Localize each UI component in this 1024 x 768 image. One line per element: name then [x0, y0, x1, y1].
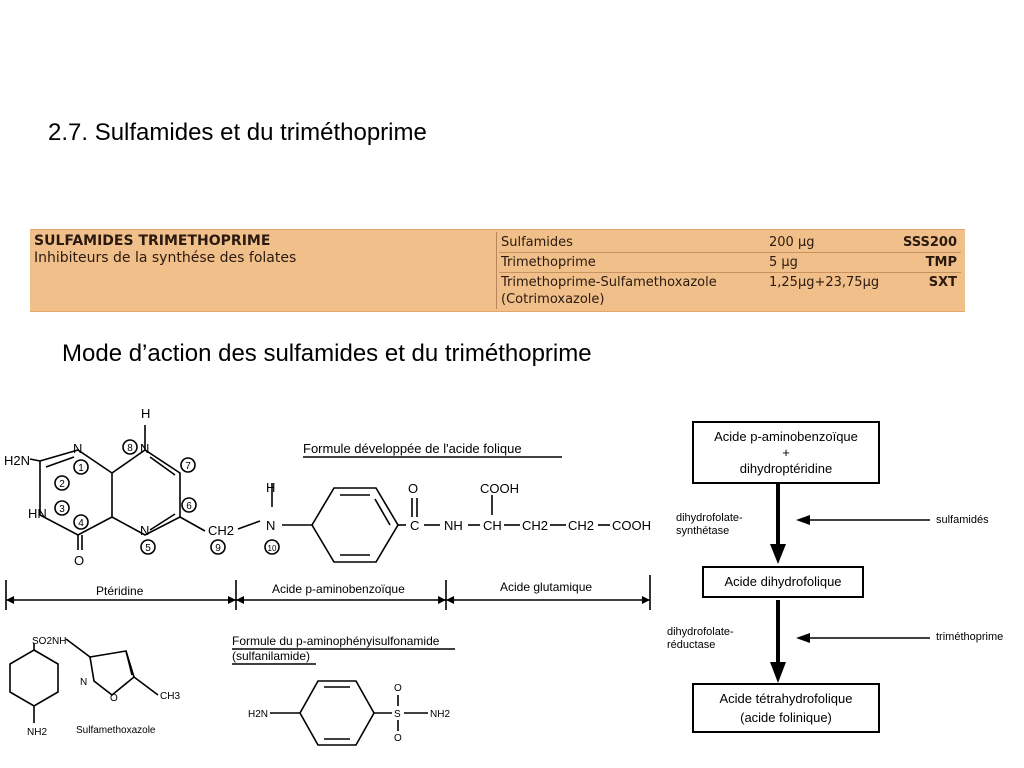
atom-label: NH2	[27, 727, 47, 738]
atom-label: N	[73, 441, 82, 456]
atom-label: O	[394, 733, 402, 744]
atom-label: CH	[483, 518, 502, 533]
position-number: 7	[185, 461, 191, 472]
section-label: Ptéridine	[96, 584, 144, 598]
atom-label: H	[266, 480, 275, 495]
position-number: 2	[59, 479, 65, 490]
atom-label: H2N	[4, 453, 30, 468]
row-extra: (Cotrimoxazole)	[501, 292, 605, 307]
sulfanilamide-subtitle: (sulfanilamide)	[232, 649, 310, 663]
slide-title: 2.7. Sulfamides et du triméthoprime	[48, 119, 427, 146]
folic-acid-title: Formule développée de l'acide folique	[303, 441, 522, 456]
atom-label: HN	[28, 506, 47, 521]
box-line: dihydroptéridine	[739, 461, 833, 476]
row-code: SSS200	[902, 235, 957, 250]
inhibitor-sulfamides: sulfamidés	[936, 514, 989, 526]
position-number: 8	[127, 443, 133, 454]
position-number: 10	[268, 544, 277, 553]
table-left-cell: SULFAMIDES TRIMETHOPRIME Inhibiteurs de …	[34, 233, 494, 266]
section-subtitle: Mode d’action des sulfamides et du trimé…	[62, 340, 592, 367]
enzyme-synthetase: dihydrofolate- synthétase	[676, 512, 743, 538]
atom-label: H	[141, 406, 150, 421]
section-label: Acide glutamique	[500, 580, 592, 594]
table-divider	[496, 232, 497, 309]
position-number: 9	[215, 543, 221, 554]
box-tetrahydrofolic: Acide tétrahydrofolique (acide folinique…	[692, 683, 880, 733]
inhibitor-trimethoprime: triméthoprime	[936, 631, 1004, 643]
atom-label: O	[110, 693, 118, 704]
row-name: Sulfamides	[501, 235, 573, 250]
row-dose: 5 µg	[769, 255, 798, 270]
atom-label: NH	[444, 518, 463, 533]
box-line: Acide tétrahydrofolique	[719, 691, 853, 706]
enzyme-line: synthétase	[676, 525, 730, 537]
atom-label: N	[80, 677, 87, 688]
box-dihydrofolic: Acide dihydrofolique	[702, 566, 864, 598]
flow-arrows	[770, 484, 930, 683]
atom-label: C	[410, 518, 419, 533]
enzyme-line: réductase	[667, 639, 716, 651]
table-rows: Sulfamides 200 µg SSS200 Trimethoprime 5…	[499, 233, 961, 310]
table-row: Trimethoprime 5 µg TMP	[499, 253, 961, 273]
atom-label: CH2	[522, 518, 548, 533]
row-name: Trimethoprime	[501, 255, 596, 270]
row-code: SXT	[928, 275, 957, 290]
table-heading: SULFAMIDES TRIMETHOPRIME	[34, 233, 271, 249]
atom-label: COOH	[480, 481, 519, 496]
enzyme-line: dihydrofolate-	[667, 626, 734, 638]
box-line: Acide p-aminobenzoïque	[714, 429, 858, 444]
atom-label: S	[394, 709, 401, 720]
table-row: Sulfamides 200 µg SSS200	[499, 233, 961, 253]
position-number: 6	[186, 501, 192, 512]
table-description: Inhibiteurs de la synthése des folates	[34, 250, 297, 266]
atom-label: COOH	[612, 518, 651, 533]
row-code: TMP	[925, 255, 957, 270]
position-number: 4	[78, 518, 84, 529]
box-line: +	[782, 445, 790, 460]
sulfanilamide-title: Formule du p-aminophényisulfonamide	[232, 634, 440, 648]
position-number: 3	[59, 504, 65, 515]
atom-label: N	[266, 518, 275, 533]
sulfamethoxazole-label: Sulfamethoxazole	[76, 725, 156, 736]
atom-label: O	[408, 481, 418, 496]
position-number: 5	[145, 543, 151, 554]
atom-label: CH2	[568, 518, 594, 533]
atom-label: O	[394, 683, 402, 694]
atom-label: SO2NH	[32, 636, 66, 647]
atom-label: N	[140, 441, 149, 456]
position-number: 1	[78, 463, 84, 474]
atom-label: NH2	[430, 709, 450, 720]
atom-label: CH2	[208, 523, 234, 538]
table-row: Trimethoprime-Sulfamethoxazole 1,25µg+23…	[499, 273, 961, 292]
enzyme-line: dihydrofolate-	[676, 512, 743, 524]
box-line: (acide folinique)	[740, 710, 832, 725]
row-dose: 1,25µg+23,75µg	[769, 275, 880, 290]
row-name: Trimethoprime-Sulfamethoxazole	[501, 275, 717, 290]
atom-label: CH3	[160, 691, 180, 702]
section-label: Acide p-aminobenzoïque	[272, 582, 405, 596]
chemical-structures: H N N H2N HN O N CH2 H N O C NH CH COOH …	[4, 406, 651, 746]
table-row-continuation: (Cotrimoxazole)	[499, 292, 961, 310]
atom-label: N	[140, 523, 149, 538]
reference-table: SULFAMIDES TRIMETHOPRIME Inhibiteurs de …	[30, 229, 965, 312]
row-dose: 200 µg	[769, 235, 815, 250]
box-paba-pteridine: Acide p-aminobenzoïque + dihydroptéridin…	[692, 421, 880, 484]
atom-label: O	[74, 553, 84, 568]
atom-label: H2N	[248, 709, 268, 720]
enzyme-reductase: dihydrofolate- réductase	[667, 626, 734, 652]
